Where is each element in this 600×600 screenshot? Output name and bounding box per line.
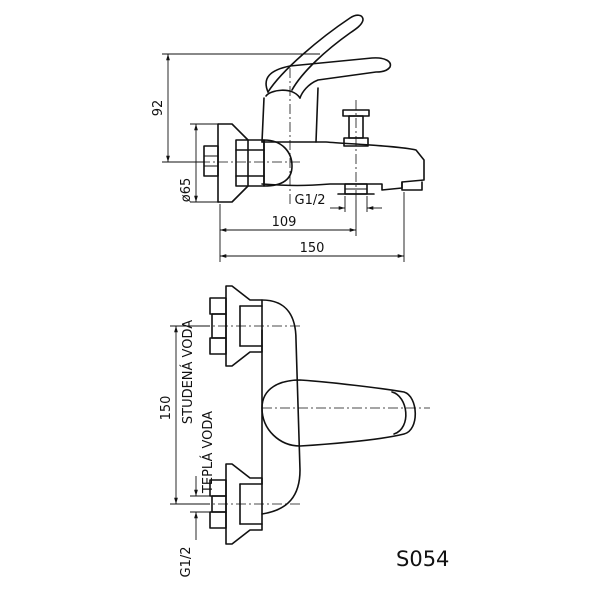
- dim-total-label: 150: [300, 241, 325, 256]
- lever-top-view: [261, 379, 416, 447]
- cold-water-label: STUDENÁ VODA: [180, 320, 196, 424]
- model-code: S054: [396, 547, 449, 571]
- lever-handle: [265, 14, 392, 99]
- cold-pipe-bottom: [209, 337, 227, 355]
- wall-pipe-thread: [203, 145, 219, 177]
- dim-diameter-label: ø65: [179, 178, 194, 203]
- top-view: [200, 285, 430, 545]
- hot-inlet-connection: [209, 463, 263, 545]
- mixer-body-side: [261, 87, 425, 195]
- dim-spout-label: 109: [272, 215, 297, 230]
- hot-water-label: TEPLÁ VODA: [200, 411, 216, 494]
- dimensions-side-view: 92 ø65 G1/2 109 150: [151, 53, 405, 262]
- cold-pipe-top: [209, 297, 227, 315]
- hot-pipe-bottom: [209, 511, 227, 529]
- dim-height-label: 92: [151, 100, 166, 117]
- dim-spacing-label: 150: [159, 396, 174, 421]
- side-view: [200, 14, 425, 206]
- wall-connection-side: [203, 123, 293, 203]
- dimensions-top-view: 150 STUDENÁ VODA TEPLÁ VODA G1/2: [159, 320, 216, 578]
- dim-thread-top-label: G1/2: [179, 547, 194, 578]
- dim-thread-side-label: G1/2: [295, 193, 326, 208]
